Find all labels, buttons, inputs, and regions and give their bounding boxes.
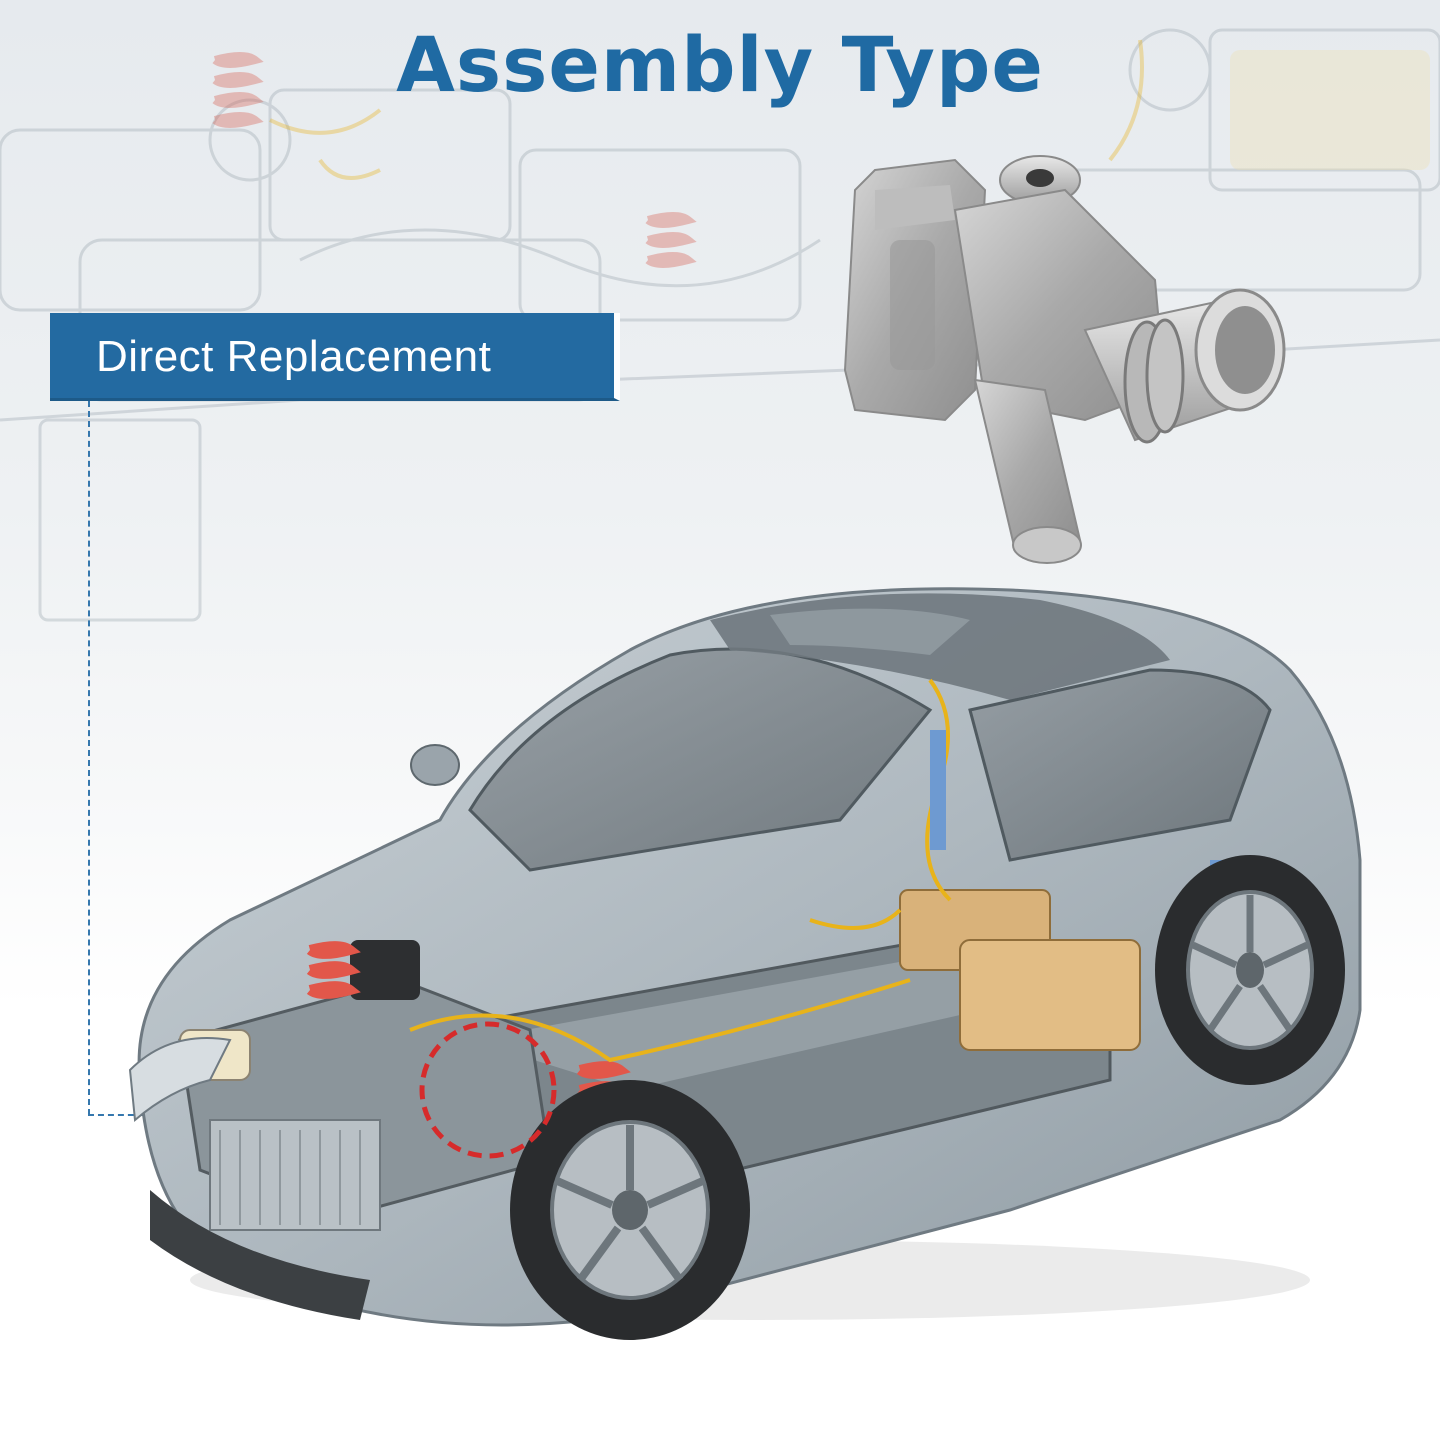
badge-label: Direct Replacement	[96, 332, 492, 381]
dashed-circle-icon	[419, 1021, 557, 1159]
page-title: Assembly Type	[396, 20, 1044, 109]
thermostat-housing-icon	[843, 155, 1286, 564]
cutaway-suv-icon	[128, 587, 1362, 1340]
feature-badge: Direct Replacement	[50, 313, 620, 401]
leader-line-vertical	[88, 401, 91, 1115]
